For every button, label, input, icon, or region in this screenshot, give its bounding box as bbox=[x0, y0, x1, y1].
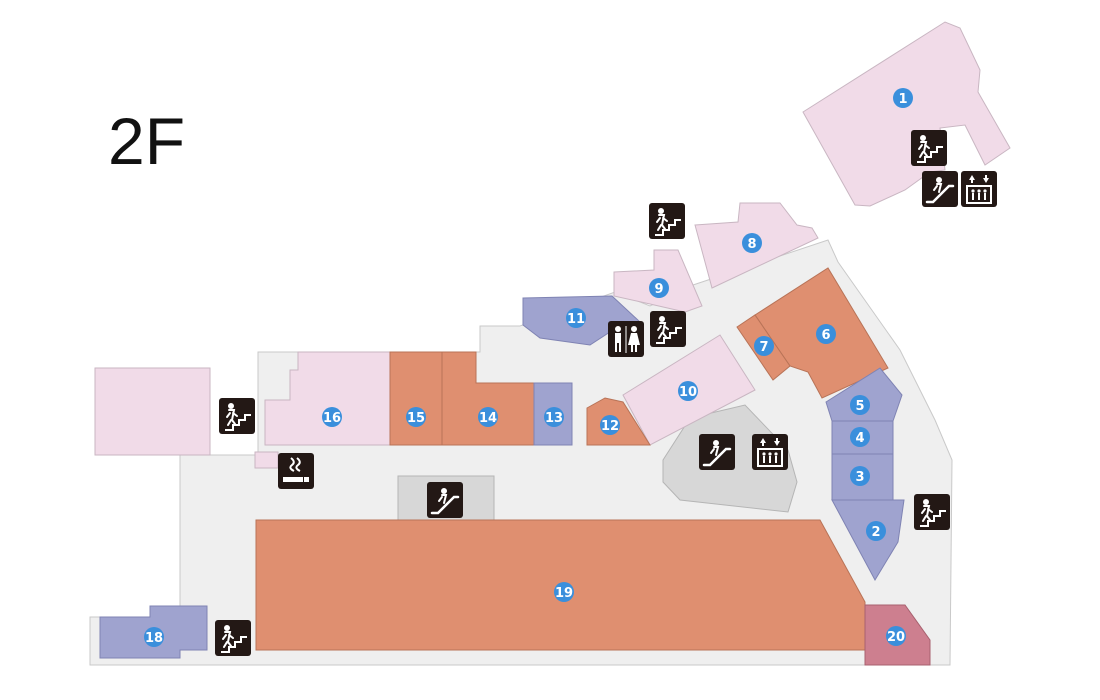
store-block-17[interactable] bbox=[94, 367, 211, 456]
svg-text:9: 9 bbox=[654, 282, 663, 297]
store-marker-11[interactable]: 11 bbox=[566, 308, 586, 328]
store-marker-15[interactable]: 15 bbox=[406, 407, 426, 427]
store-block-16[interactable] bbox=[264, 351, 391, 446]
elevator-icon[interactable] bbox=[960, 170, 998, 208]
store-marker-16[interactable]: 16 bbox=[322, 407, 342, 427]
store-marker-13[interactable]: 13 bbox=[544, 407, 564, 427]
svg-text:14: 14 bbox=[479, 411, 497, 426]
stairs-icon[interactable] bbox=[649, 310, 687, 348]
store-marker-6[interactable]: 6 bbox=[816, 324, 836, 344]
elevator-icon[interactable] bbox=[751, 433, 789, 471]
stairs-icon[interactable] bbox=[913, 493, 951, 531]
svg-text:7: 7 bbox=[759, 340, 768, 355]
store-marker-2[interactable]: 2 bbox=[866, 521, 886, 541]
store-marker-19[interactable]: 19 bbox=[554, 582, 574, 602]
store-marker-7[interactable]: 7 bbox=[754, 336, 774, 356]
store-marker-10[interactable]: 10 bbox=[678, 381, 698, 401]
smoking-area-icon[interactable] bbox=[277, 452, 315, 490]
store-marker-12[interactable]: 12 bbox=[600, 415, 620, 435]
svg-text:15: 15 bbox=[407, 411, 425, 426]
floor-label: 2F bbox=[108, 104, 186, 178]
svg-text:3: 3 bbox=[855, 470, 864, 485]
escalator-icon[interactable] bbox=[697, 432, 737, 472]
svg-text:13: 13 bbox=[545, 411, 563, 426]
escalator-icon[interactable] bbox=[920, 169, 960, 209]
store-marker-18[interactable]: 18 bbox=[144, 627, 164, 647]
store-markers: 1 2 3 4 5 6 7 8 9 10 11 12 13 14 15 16 1… bbox=[144, 88, 913, 647]
svg-text:4: 4 bbox=[855, 431, 864, 446]
svg-text:11: 11 bbox=[567, 312, 585, 327]
store-marker-14[interactable]: 14 bbox=[478, 407, 498, 427]
store-marker-8[interactable]: 8 bbox=[742, 233, 762, 253]
svg-text:8: 8 bbox=[747, 237, 756, 252]
store-block-2[interactable] bbox=[831, 499, 905, 582]
svg-text:18: 18 bbox=[145, 631, 163, 646]
svg-text:5: 5 bbox=[855, 399, 864, 414]
svg-text:1: 1 bbox=[898, 92, 907, 107]
store-block-1[interactable] bbox=[802, 21, 1011, 207]
stairs-icon[interactable] bbox=[648, 202, 686, 240]
store-block-5[interactable] bbox=[825, 367, 903, 422]
store-marker-9[interactable]: 9 bbox=[649, 278, 669, 298]
store-block-15[interactable] bbox=[389, 351, 443, 446]
escalator-icon[interactable] bbox=[425, 480, 465, 520]
stairs-icon[interactable] bbox=[214, 619, 252, 657]
restroom-icon[interactable] bbox=[608, 321, 644, 357]
stairs-icon[interactable] bbox=[218, 397, 256, 435]
svg-text:10: 10 bbox=[679, 385, 697, 400]
store-block-16-annex bbox=[254, 451, 279, 469]
svg-text:20: 20 bbox=[887, 630, 905, 645]
stairs-icon[interactable] bbox=[910, 129, 948, 167]
svg-text:12: 12 bbox=[601, 419, 619, 434]
store-marker-4[interactable]: 4 bbox=[850, 427, 870, 447]
store-marker-3[interactable]: 3 bbox=[850, 466, 870, 486]
store-marker-20[interactable]: 20 bbox=[886, 626, 906, 646]
svg-text:16: 16 bbox=[323, 411, 341, 426]
svg-text:19: 19 bbox=[555, 586, 573, 601]
svg-text:2: 2 bbox=[871, 525, 880, 540]
store-marker-1[interactable]: 1 bbox=[893, 88, 913, 108]
svg-text:6: 6 bbox=[821, 328, 830, 343]
store-marker-5[interactable]: 5 bbox=[850, 395, 870, 415]
